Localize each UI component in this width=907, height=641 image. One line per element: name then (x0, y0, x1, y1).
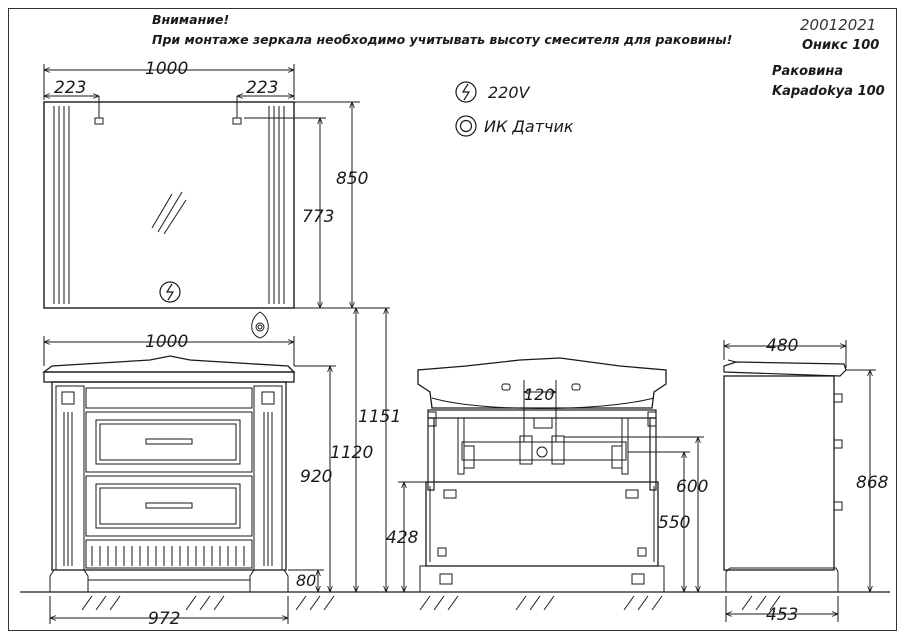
dim-mirror-left-offset: 223 (54, 78, 86, 98)
floor-line (20, 591, 890, 611)
dim-side-depth-bottom: 453 (766, 605, 798, 625)
dim-plinth-height: 80 (296, 571, 316, 590)
warning-text: При монтаже зеркала необходимо учитывать… (152, 32, 733, 47)
power-legend-label: 220V (488, 83, 531, 102)
model-name: Оникс 100 (802, 38, 880, 53)
dim-drawer-height: 428 (386, 528, 419, 548)
sink-label: Раковина (772, 64, 844, 79)
dim-mirror-width: 1000 (145, 59, 188, 79)
dim-mirror-bottom-height: 1151 (358, 407, 401, 427)
cabinet-front-dimensions (43, 308, 386, 624)
dim-cabinet-height: 920 (300, 467, 332, 487)
dim-side-height: 868 (856, 473, 889, 493)
power-legend-icon (455, 81, 477, 103)
cabinet-front-view (42, 355, 296, 592)
cabinet-rear-view (417, 357, 667, 592)
dim-mirror-height: 850 (336, 169, 368, 189)
dim-mirror-inner-height: 773 (302, 207, 334, 227)
dim-pipe-spacing: 120 (524, 385, 555, 404)
drawing-code: 20012021 (800, 16, 877, 34)
dim-outlet-600: 600 (676, 477, 708, 497)
dim-side-depth-top: 480 (766, 336, 798, 356)
side-view-dimensions (723, 340, 876, 622)
drawing-frame (8, 8, 897, 631)
cabinet-side-view (723, 359, 847, 592)
warning-title: Внимание! (152, 12, 230, 27)
dim-mirror-right-offset: 223 (246, 78, 278, 98)
rear-view-dimensions (398, 380, 704, 592)
sink-model: Kapadokya 100 (772, 84, 885, 99)
sensor-legend-label: ИК Датчик (484, 117, 574, 136)
dim-cabinet-base-width: 972 (148, 609, 180, 629)
mirror-dimensions (43, 64, 390, 309)
dim-outlet-550: 550 (658, 513, 690, 533)
mirror-front-view (43, 96, 295, 339)
dim-cabinet-width: 1000 (145, 332, 188, 352)
sensor-legend-icon (455, 115, 477, 137)
dim-sink-top-height: 1120 (330, 443, 373, 463)
